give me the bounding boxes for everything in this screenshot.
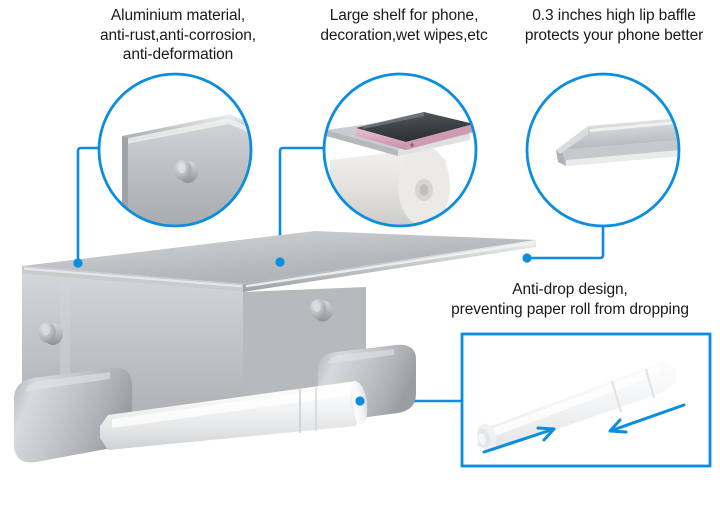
shelf-left-highlight: [24, 267, 242, 288]
connector-line-1: [76, 146, 120, 264]
connector-line-2: [278, 146, 327, 264]
shelf-lip-highlight: [246, 241, 534, 288]
shelf-top-surface: [22, 231, 536, 284]
callout-label-lip-baffle: 0.3 inches high lip baffle protects your…: [524, 7, 704, 44]
connector-end-markers: [73, 253, 532, 406]
detail-circle-lip-baffle: [525, 72, 681, 228]
mounting-screw-right: [310, 299, 333, 322]
direction-arrow-left: [608, 403, 686, 434]
marker-dot-antidrop: [355, 396, 365, 406]
direction-arrow-right: [482, 426, 556, 454]
detail-circle-aluminium-material: [97, 72, 253, 228]
callout-label-aluminium-material: Aluminium material, anti-rust,anti-corro…: [99, 7, 256, 64]
detail-circle-large-shelf: [322, 72, 478, 228]
marker-dot-aluminium: [73, 258, 83, 268]
marker-dot-shelf: [275, 257, 285, 267]
callout-label-anti-drop: Anti-drop design, preventing paper roll …: [451, 281, 689, 318]
callout-label-large-shelf: Large shelf for phone, decoration,wet wi…: [320, 7, 488, 44]
product-main-view: [14, 231, 536, 463]
marker-dot-lip: [522, 253, 532, 263]
detail-rect-anti-drop: [460, 332, 712, 468]
mounting-screw-left: [38, 321, 63, 345]
connector-line-3: [525, 224, 605, 260]
